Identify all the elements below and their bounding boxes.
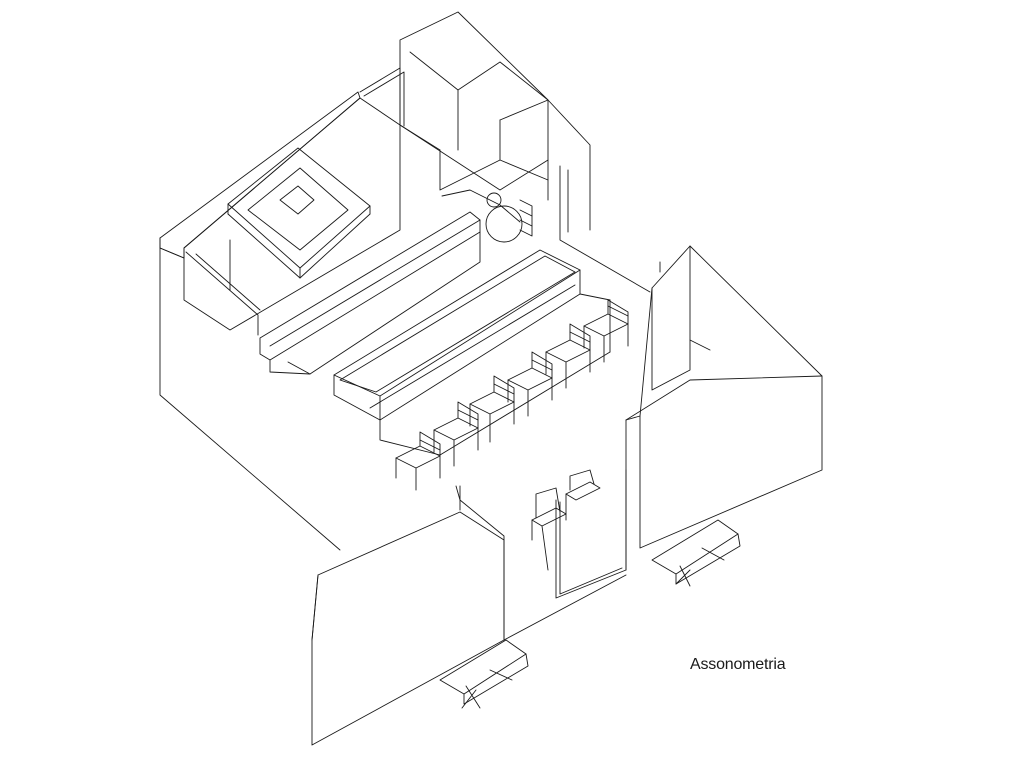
entrance-partition (455, 469, 627, 641)
bar-counter (333, 249, 611, 456)
outdoor-table-right (651, 519, 741, 587)
stool-6 (583, 299, 629, 363)
stool-5 (545, 323, 591, 389)
stool-2 (433, 401, 479, 467)
outdoor-table-left (439, 639, 529, 709)
kitchen-block (183, 97, 401, 336)
entrance-chair-1 (531, 487, 567, 571)
stool-3 (469, 375, 515, 443)
entrance-chairs (531, 469, 601, 571)
building-left-wall (159, 91, 361, 551)
entrance-chair-2 (565, 469, 601, 521)
stool-4 (507, 351, 553, 417)
back-counter (259, 189, 533, 375)
bar-stools (395, 299, 629, 491)
service-rooms (359, 11, 591, 231)
front-left-volume (311, 511, 627, 746)
stool-1 (395, 431, 441, 491)
drawing-caption: Assonometria (690, 656, 786, 673)
right-wall-block (559, 165, 823, 571)
